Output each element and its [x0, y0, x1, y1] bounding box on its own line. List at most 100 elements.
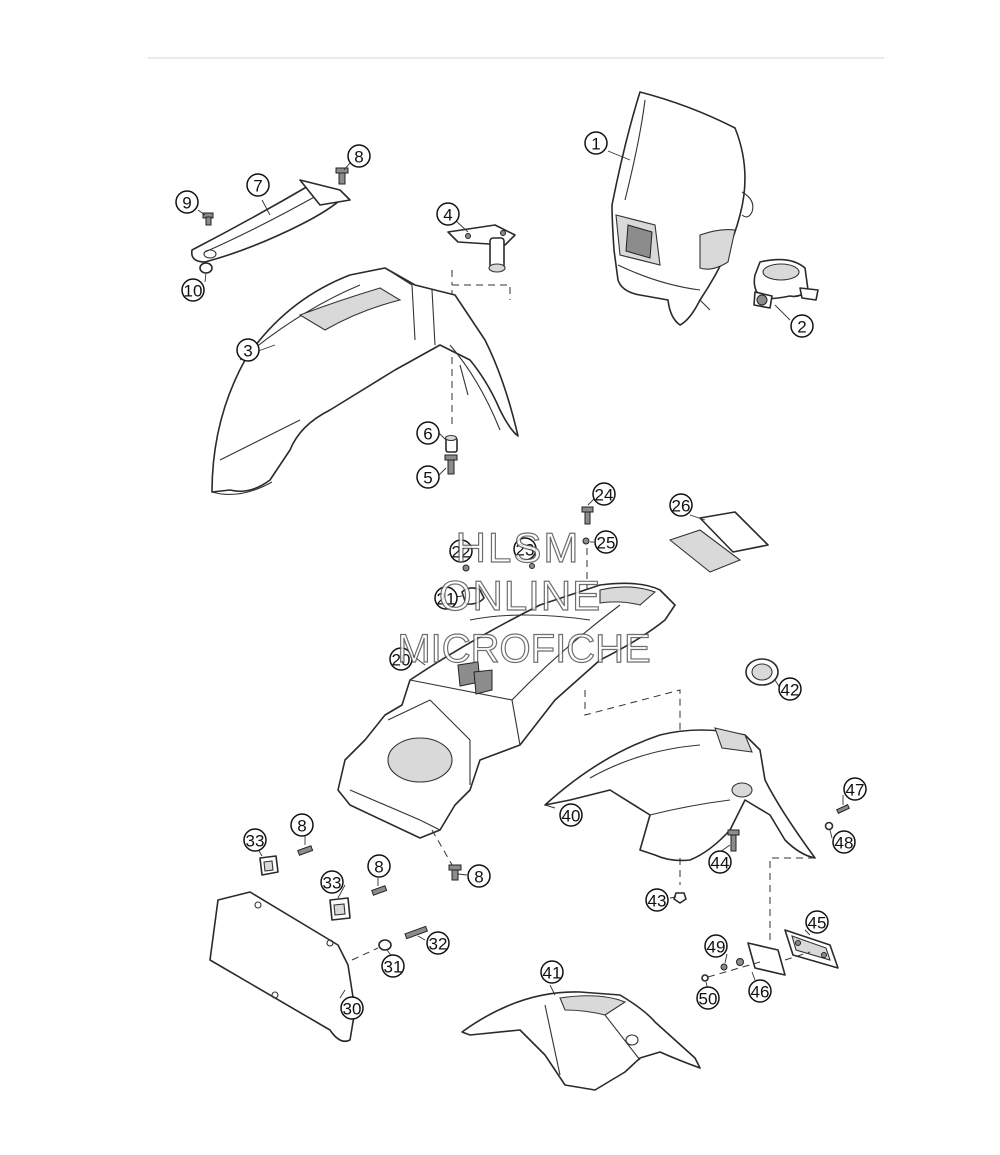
callout-number: 8 [374, 858, 383, 877]
plate-bracket [701, 942, 811, 982]
callout-circle [704, 934, 728, 958]
callout-number: 40 [562, 807, 581, 826]
callout-number: 26 [672, 497, 691, 516]
callout-number: 3 [243, 342, 252, 361]
watermark-line-2: ONLINE [439, 572, 601, 619]
mounting-bracket [190, 179, 351, 263]
callout-43: 43 [645, 888, 669, 912]
callout-33: 33 [243, 828, 267, 852]
callout-circle [584, 131, 608, 155]
clip-nuts [259, 855, 351, 921]
license-plate-holder [209, 891, 356, 1043]
callout-circle [320, 870, 344, 894]
callout-48: 48 [832, 830, 856, 854]
spacer-and-bolt [444, 434, 458, 475]
callout-41: 41 [540, 960, 564, 984]
callout-number: 21 [437, 590, 456, 609]
screw-24-25 [581, 506, 594, 545]
round-cap [745, 658, 779, 686]
headlight-clamp [753, 258, 819, 309]
callout-number: 9 [182, 194, 191, 213]
callout-circle [669, 493, 693, 517]
washer-and-bolt [351, 925, 429, 961]
callout-number: 25 [597, 534, 616, 553]
callout-number: 1 [591, 135, 600, 154]
callout-number: 6 [423, 425, 432, 444]
callout-circle [559, 803, 583, 827]
callout-22: 22 [449, 539, 473, 563]
callout-6: 6 [416, 421, 440, 445]
callout-24: 24 [592, 482, 616, 506]
callout-47: 47 [843, 777, 867, 801]
callout-number: 33 [323, 874, 342, 893]
watermark: HLSM ONLINE MICROFICHE [397, 523, 652, 671]
callout-circle [416, 465, 440, 489]
callout-49: 49 [704, 934, 728, 958]
headlight-mask [611, 91, 754, 326]
adhesive-strips [668, 511, 769, 573]
rear-tail-section [337, 582, 676, 839]
callout-9: 9 [175, 190, 199, 214]
callout-number: 50 [699, 990, 718, 1009]
callout-number: 47 [846, 781, 865, 800]
front-fender-alt [461, 991, 701, 1091]
callout-5: 5 [416, 465, 440, 489]
callout-circle [696, 986, 720, 1010]
callout-10: 10 [181, 278, 205, 302]
callout-number: 46 [751, 983, 770, 1002]
callout-circle [708, 850, 732, 874]
callout-circle [181, 278, 205, 302]
callout-circle [381, 954, 405, 978]
callout-8: 8 [367, 854, 391, 878]
callout-31: 31 [381, 954, 405, 978]
fender-mount-plate [447, 224, 516, 273]
callout-number: 7 [253, 177, 262, 196]
callout-number: 20 [392, 651, 411, 670]
rear-fender [544, 727, 816, 862]
callout-circle [540, 960, 564, 984]
callout-number: 33 [246, 832, 265, 851]
callout-circle [748, 979, 772, 1003]
callout-number: 24 [595, 486, 614, 505]
callout-circle [645, 888, 669, 912]
callout-circle [832, 830, 856, 854]
callout-21: 21 [434, 586, 458, 610]
callout-circle [290, 813, 314, 837]
callout-circle [426, 931, 450, 955]
reflector-plate [784, 929, 839, 969]
callout-3: 3 [236, 338, 260, 362]
callout-circle [513, 537, 537, 561]
callout-circle [467, 864, 491, 888]
callout-number: 43 [648, 892, 667, 911]
callout-number: 31 [384, 958, 403, 977]
callout-30: 30 [340, 996, 364, 1020]
callout-circle [236, 338, 260, 362]
callout-23: 23 [513, 537, 537, 561]
callout-number: 23 [516, 541, 535, 560]
callout-circle [594, 530, 618, 554]
callout-45: 45 [805, 910, 829, 934]
callout-8: 8 [347, 144, 371, 168]
callout-circle [243, 828, 267, 852]
callout-number: 8 [297, 817, 306, 836]
callout-number: 22 [452, 543, 471, 562]
callout-circle [340, 996, 364, 1020]
screws-top-left [199, 167, 349, 274]
callout-8: 8 [467, 864, 491, 888]
callout-circle [389, 647, 413, 671]
callout-number: 8 [474, 868, 483, 887]
callout-number: 4 [443, 206, 452, 225]
front-fender [211, 267, 519, 495]
callout-circle [347, 144, 371, 168]
callout-circle [175, 190, 199, 214]
callout-25: 25 [594, 530, 618, 554]
fasteners-rear-fender [673, 803, 850, 940]
callout-number: 32 [429, 935, 448, 954]
callout-1: 1 [584, 131, 608, 155]
callout-circle [790, 314, 814, 338]
callout-circle [778, 677, 802, 701]
callout-26: 26 [669, 493, 693, 517]
callout-circle [367, 854, 391, 878]
